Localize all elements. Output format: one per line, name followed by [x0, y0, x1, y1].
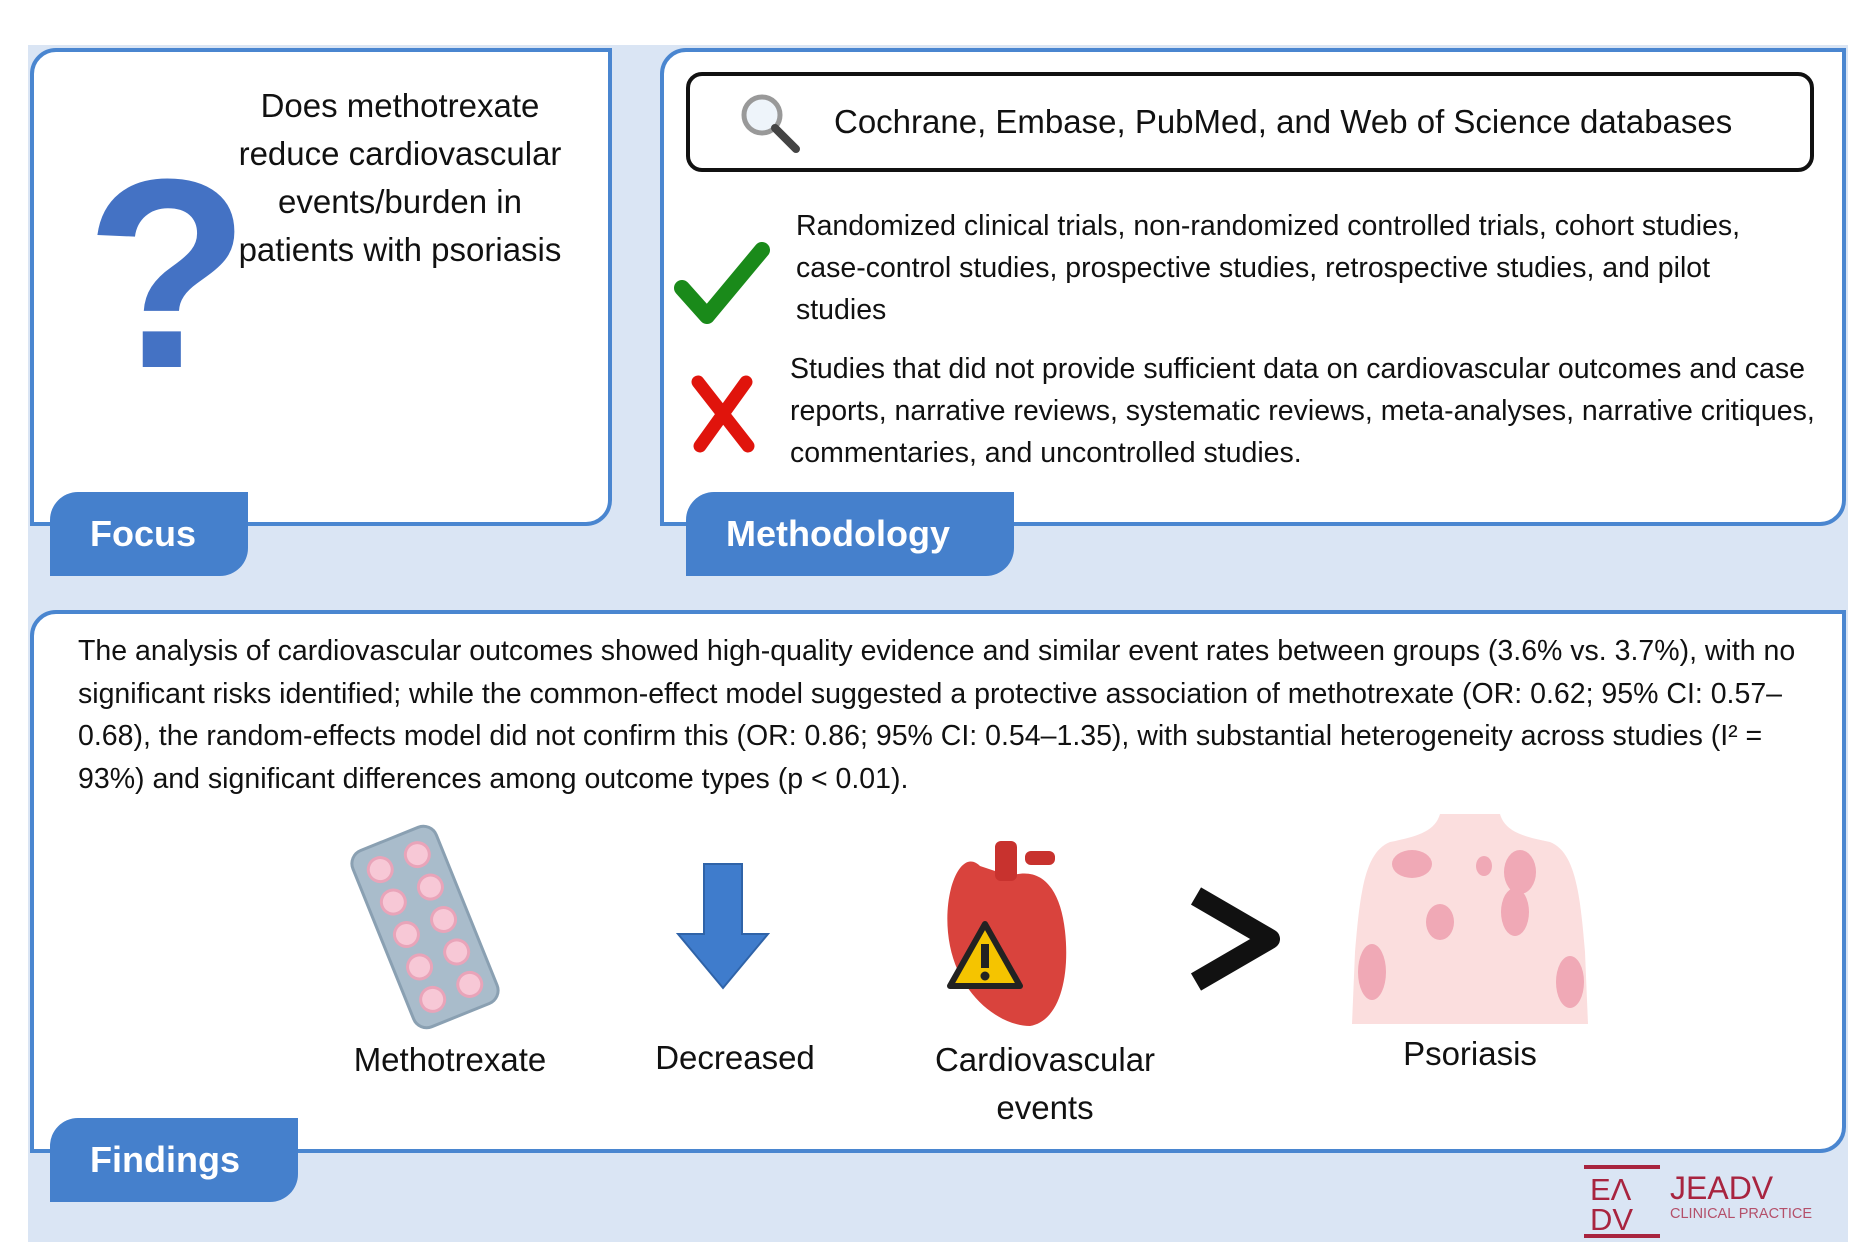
cross-icon: [691, 375, 755, 453]
methodology-panel: [660, 48, 1846, 526]
databases-text: Cochrane, Embase, PubMed, and Web of Sci…: [834, 103, 1733, 140]
label-psoriasis: Psoriasis: [1403, 1035, 1537, 1072]
focus-panel: [30, 48, 612, 526]
findings-summary: The analysis of cardiovascular outcomes …: [78, 635, 1796, 795]
heart-warning-icon: [947, 841, 1067, 1026]
label-decreased: Decreased: [655, 1039, 815, 1076]
greater-than-icon: [1190, 887, 1280, 991]
svg-text:JEADV: JEADV: [1670, 1170, 1774, 1206]
magnifier-icon: [741, 94, 800, 153]
inclusion-criteria: Randomized clinical trials, non-randomiz…: [796, 210, 1741, 326]
database-search-box: Cochrane, Embase, PubMed, and Web of Sci…: [686, 72, 1814, 172]
label-methotrexate: Methotrexate: [353, 1041, 547, 1078]
down-arrow-icon: [676, 863, 770, 990]
focus-question: Does methotrexate reduce cardiovascular …: [238, 87, 562, 268]
exclusion-criteria: Studies that did not provide sufficient …: [790, 353, 1815, 469]
findings-tab: Findings: [50, 1118, 298, 1202]
pill-blister-icon: [350, 824, 500, 1030]
label-cardiovascular-events: Cardiovascular events: [934, 1041, 1156, 1126]
svg-text:EΛ: EΛ: [1590, 1172, 1632, 1207]
jeadv-logo: EΛ DV JEADV CLINICAL PRACTICE: [1584, 1165, 1812, 1238]
question-mark-icon: ?: [85, 124, 250, 425]
psoriasis-torso-icon: [1352, 814, 1588, 1024]
check-icon: [674, 242, 770, 324]
svg-text:DV: DV: [1590, 1202, 1633, 1237]
svg-text:CLINICAL PRACTICE: CLINICAL PRACTICE: [1670, 1206, 1812, 1222]
focus-tab: Focus: [50, 492, 248, 576]
methodology-tab: Methodology: [686, 492, 1014, 576]
